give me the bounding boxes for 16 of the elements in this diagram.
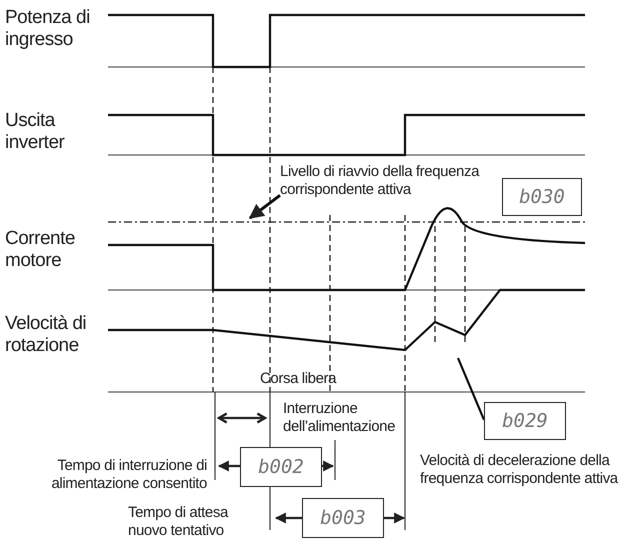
parameter-code-box: b003 — [302, 498, 384, 538]
parameter-code-box: b030 — [502, 178, 582, 216]
annotation-text: Tempo di attesa nuovo tentativo — [128, 504, 230, 540]
annotation-text: Interruzione dell’alimentazione — [283, 400, 396, 436]
annotation-text: Tempo di interruzione di alimentazione consentito — [50, 457, 207, 493]
signal-label: Potenza di ingresso — [5, 7, 91, 51]
signal-label: Uscita inverter — [5, 110, 66, 154]
annotation-text: Corsa libera — [260, 370, 338, 388]
parameter-code-box: b029 — [484, 402, 566, 440]
annotation-text: Velocità di decelerazione della frequenza corrispondente attiva — [420, 452, 619, 488]
leader-arrow — [248, 194, 281, 220]
leader-line — [456, 358, 486, 420]
signal-label: Velocità di rotazione — [5, 313, 88, 357]
parameter-code-box: b002 — [240, 447, 322, 487]
signal-label: Corrente motore — [5, 228, 76, 272]
annotation-text: Livello di riavvio della frequenza corrispondente attiva — [280, 163, 500, 201]
